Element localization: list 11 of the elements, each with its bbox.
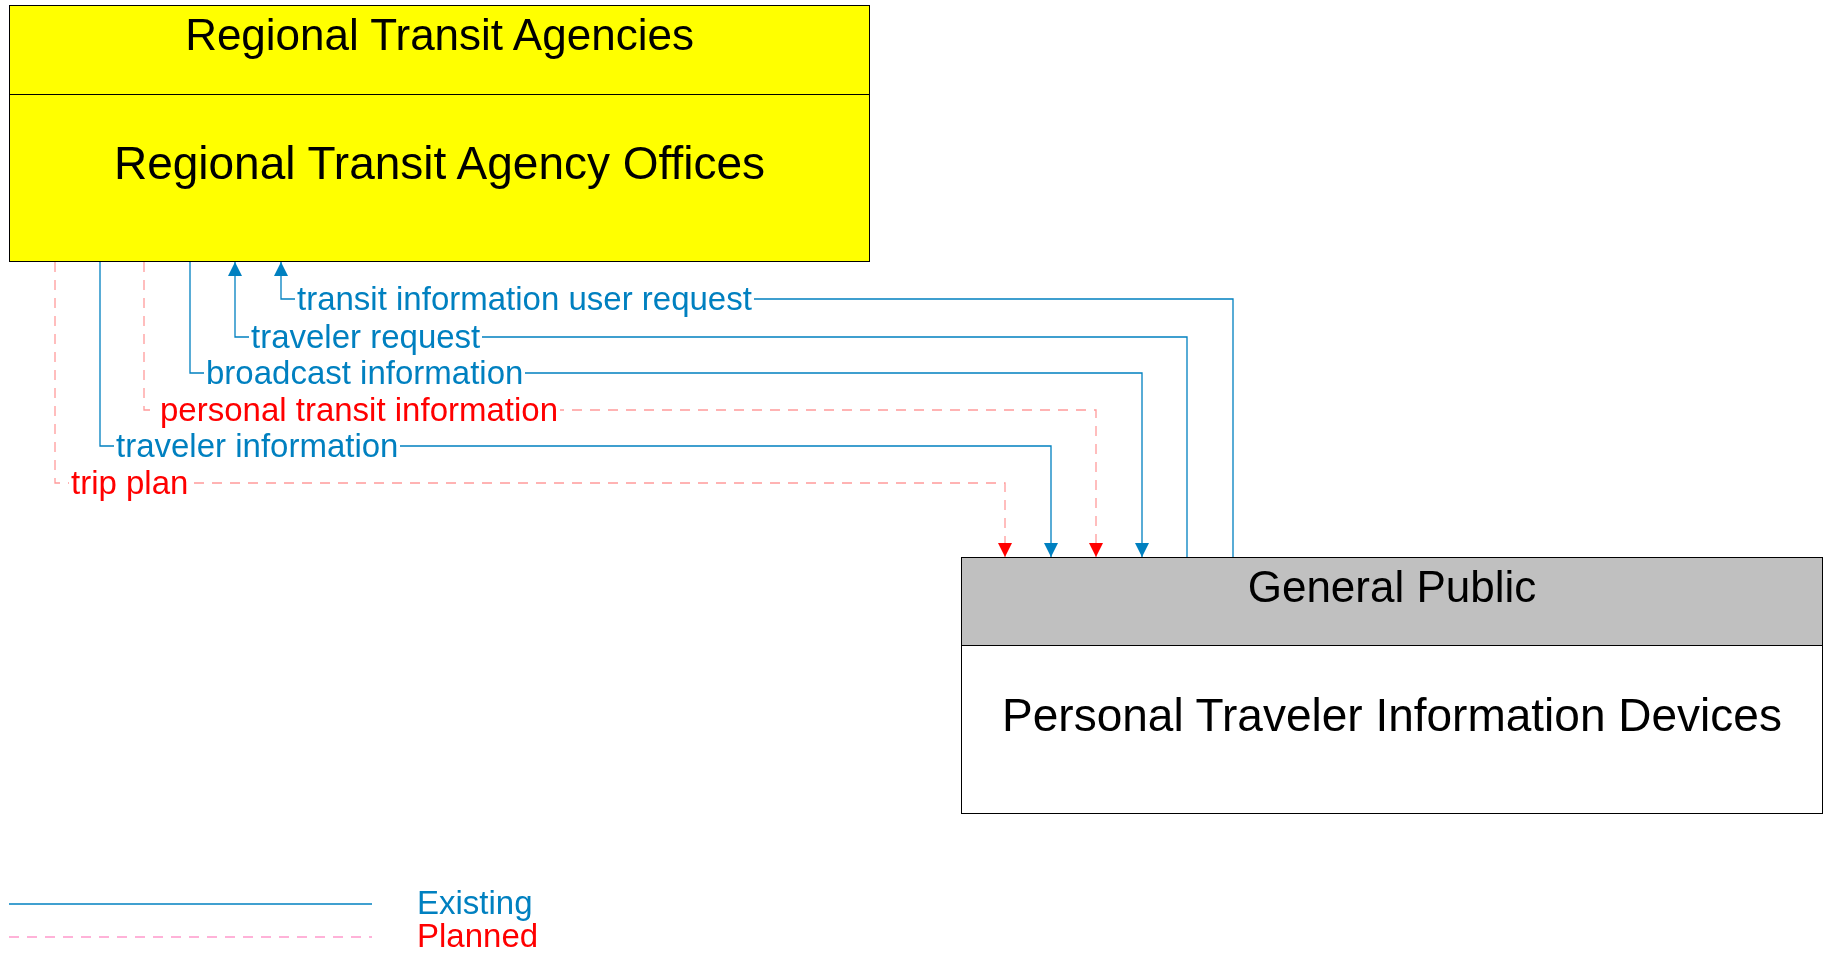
edge-label: traveler request [249,321,483,353]
group-title: General Public [1247,561,1537,612]
component-box [9,5,870,262]
component-box [961,557,1823,814]
edge-label: transit information user request [295,283,754,315]
component-name: Regional Transit Agency Offices [113,136,766,190]
edge-label: personal transit information [158,394,561,426]
legend-label: Planned [417,920,539,952]
group-title: Regional Transit Agencies [185,10,694,60]
legend-label: Existing [417,887,533,919]
component-name: Personal Traveler Information Devices [1002,687,1782,742]
